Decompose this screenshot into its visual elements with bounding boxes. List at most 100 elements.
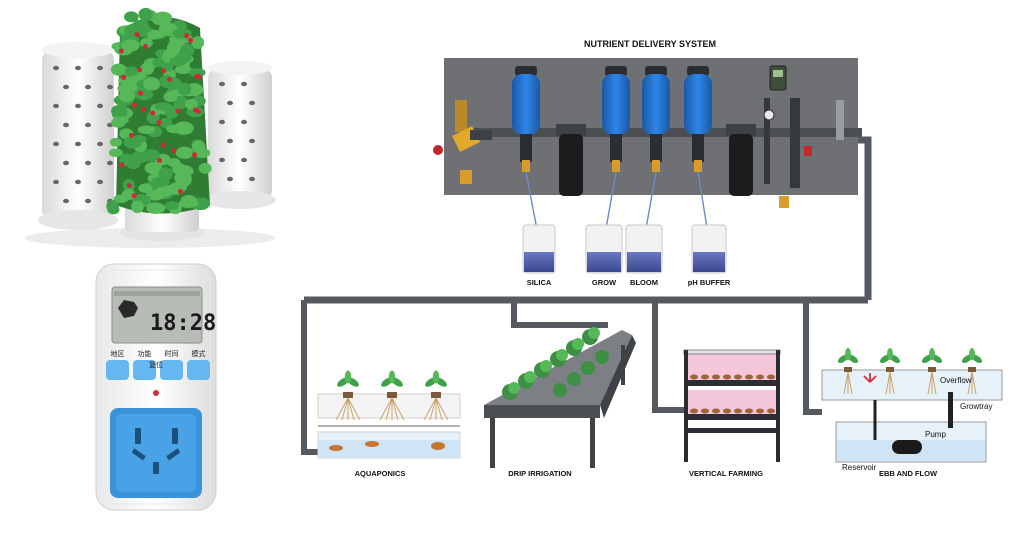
tower-hole <box>53 65 59 71</box>
timer-buttons: 地区功能时间模式复位 <box>106 349 210 380</box>
berry <box>121 75 127 81</box>
filter-2 <box>726 124 756 196</box>
leaf <box>157 184 174 197</box>
timer-time: 18:28 <box>150 311 216 336</box>
fish <box>431 442 445 450</box>
vf-plant <box>712 408 720 414</box>
tower-hole <box>249 138 255 144</box>
berry <box>156 120 162 126</box>
ebb-plant <box>961 348 983 364</box>
tower-hole <box>63 122 69 128</box>
tower-hole <box>107 84 113 90</box>
lcd-screen: 18:28 <box>111 286 216 344</box>
delivery-diagram: NUTRIENT DELIVERY SYSTEM <box>301 39 1003 478</box>
berry <box>195 108 201 114</box>
berry <box>160 142 166 148</box>
tower-hole <box>241 119 247 125</box>
leaf <box>154 102 172 111</box>
tower-hole <box>53 141 59 147</box>
tower-foliage <box>106 7 212 215</box>
tank-bloom: BLOOM <box>625 224 663 287</box>
tower-hole <box>219 157 225 163</box>
fish <box>329 445 343 451</box>
tower-hole <box>53 179 59 185</box>
vf-plant <box>734 408 742 414</box>
leaf <box>138 183 153 193</box>
leaf <box>175 165 194 178</box>
vf-plant <box>745 408 753 414</box>
leaf <box>191 36 205 50</box>
timer-button-label: 功能 <box>138 349 152 358</box>
berry <box>192 152 198 158</box>
drip-plant <box>553 383 567 397</box>
filter-1 <box>556 124 586 196</box>
tower-hole <box>63 84 69 90</box>
doser-fitting <box>694 160 702 172</box>
growtray-label: Growtray <box>960 402 992 411</box>
vertical-tower-photo <box>25 7 276 248</box>
aquaponics-plant <box>337 370 359 387</box>
doser-fitting <box>652 160 660 172</box>
tank-silica: SILICA <box>522 224 556 287</box>
tower-hole <box>219 81 225 87</box>
leaf <box>131 200 144 214</box>
timer-button[interactable] <box>187 360 210 380</box>
berry <box>188 37 194 43</box>
reservoir-label: Reservoir <box>842 463 877 472</box>
tank-grow-label: GROW <box>592 278 617 287</box>
ebb-plant <box>879 348 901 364</box>
tower-hole <box>97 179 103 185</box>
leaf <box>106 199 120 212</box>
controller-unit <box>763 65 844 208</box>
drip-plant <box>567 372 581 386</box>
tower-holes <box>53 65 255 204</box>
timer-button[interactable] <box>106 360 129 380</box>
leaf <box>123 11 139 23</box>
vf-plant <box>756 408 764 414</box>
aquaponics-plants <box>335 370 449 421</box>
diagram-title: NUTRIENT DELIVERY SYSTEM <box>584 39 716 49</box>
berry <box>184 33 190 39</box>
ebb-and-flow-system: Overflow Growtray Pump Reservoir EBB AND… <box>821 348 1003 478</box>
tower-hole <box>75 179 81 185</box>
leaf <box>139 37 153 48</box>
berry <box>167 76 173 82</box>
berry <box>137 67 143 73</box>
timer-socket-photo: 18:28 地区功能时间模式复位 <box>95 263 217 511</box>
tower-hole <box>241 157 247 163</box>
tower-hole <box>227 100 233 106</box>
doser-cap <box>645 66 667 76</box>
leaf <box>184 98 198 110</box>
vf-plant <box>756 374 764 380</box>
tower-hole <box>63 160 69 166</box>
tower-right <box>204 61 276 209</box>
leaf <box>169 55 187 67</box>
doser-pump <box>684 74 712 134</box>
leaf <box>172 28 192 39</box>
drip-plant <box>595 350 609 364</box>
tower-left <box>38 42 118 230</box>
timer-button-label: 模式 <box>192 349 206 358</box>
vf-plant <box>767 374 775 380</box>
vertical-farming-label: VERTICAL FARMING <box>689 469 763 478</box>
fish <box>365 441 379 447</box>
leaf <box>146 202 166 214</box>
doser-cap <box>605 66 627 76</box>
leaf <box>124 66 139 77</box>
leaf <box>144 161 163 175</box>
tank-grow: GROW <box>585 224 623 287</box>
berry <box>140 107 146 113</box>
doser-pump <box>512 74 540 134</box>
leaf <box>111 104 128 118</box>
vf-plant <box>734 374 742 380</box>
drip-irrigation-label: DRIP IRRIGATION <box>508 469 571 478</box>
timer-button[interactable] <box>160 360 183 380</box>
leaf <box>151 14 168 26</box>
leaf <box>159 74 175 89</box>
doser-fitting <box>522 160 530 172</box>
timer-reset-label: 复位 <box>149 360 163 369</box>
timer-button-label: 地区 <box>111 349 125 358</box>
tower-hole <box>241 81 247 87</box>
timer-button[interactable] <box>133 360 156 380</box>
